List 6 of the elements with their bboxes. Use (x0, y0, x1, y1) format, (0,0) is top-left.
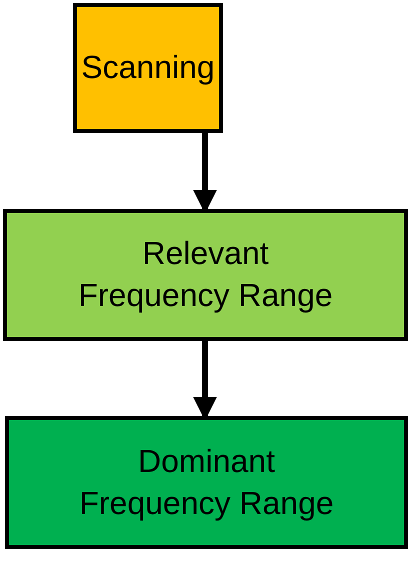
box-label: Relevant Frequency Range (77, 234, 334, 315)
box-label: Dominant Frequency Range (78, 442, 335, 523)
box-label: Scanning (81, 48, 215, 88)
process-box (73, 3, 223, 133)
process-box (3, 209, 408, 341)
process-box (5, 416, 408, 549)
